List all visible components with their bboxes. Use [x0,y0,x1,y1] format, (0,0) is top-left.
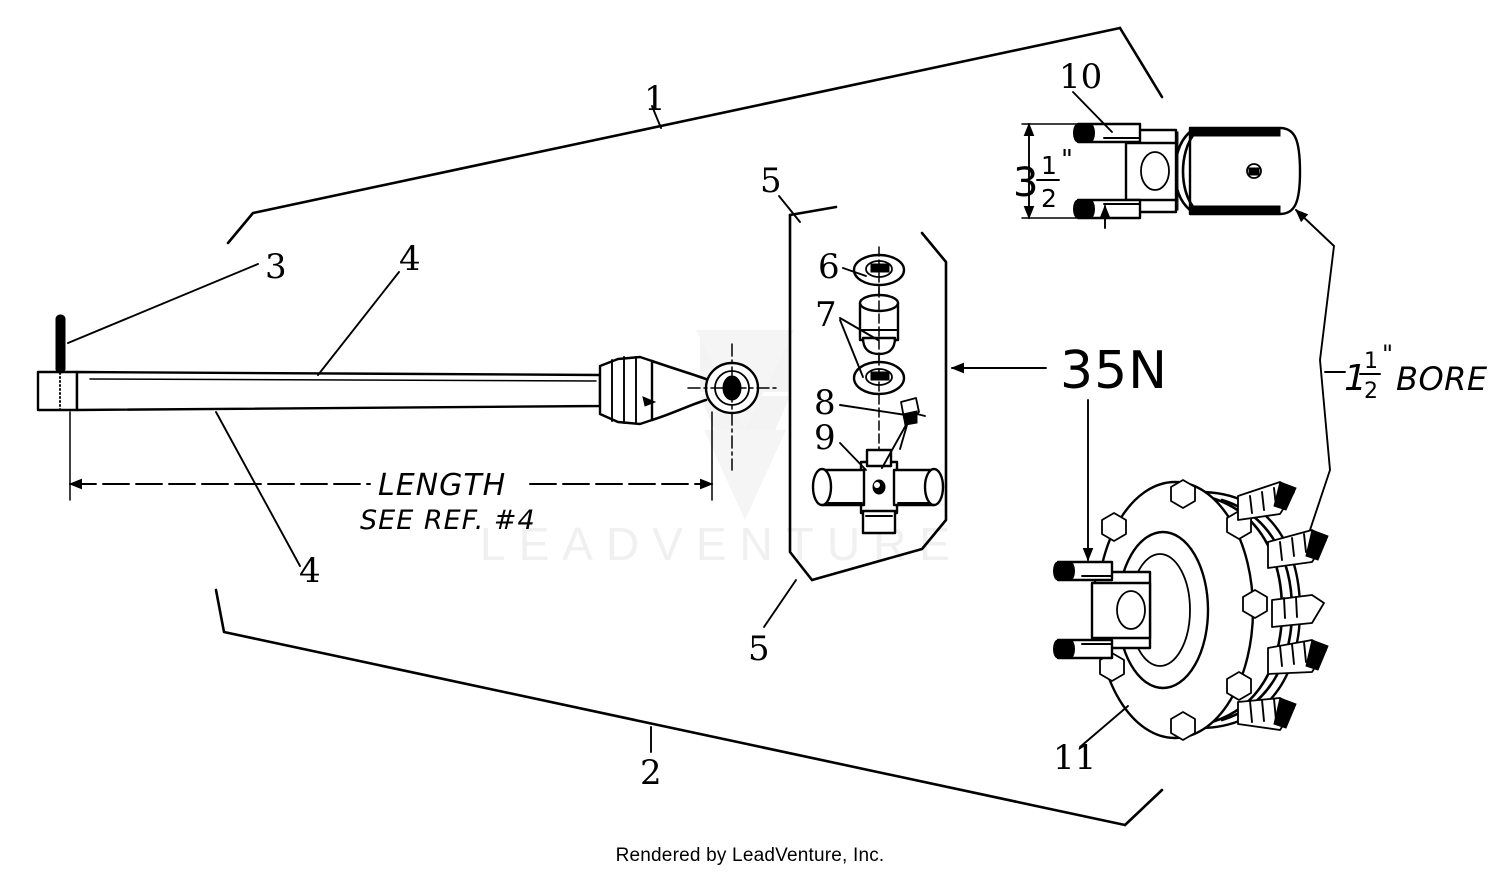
callout-3: 3 [265,247,287,287]
seal-washer-part-7 [852,355,906,463]
yoke-height-dimension [1021,122,1091,220]
wheel-hub-flange-part-11 [1053,479,1329,741]
callout-4a: 4 [399,239,421,279]
callout-5a: 5 [760,161,782,201]
bore-dimension-denominator: 2 [1364,379,1378,404]
u-joint-kit-detail-box [788,205,948,582]
length-note: LENGTH SEE REF. #4 [360,468,536,536]
outer-boundary-outline [214,26,1164,827]
yoke-dimension-unit: " [1061,145,1073,175]
callout-6: 6 [818,247,840,287]
bore-dimension-word: BORE [1396,360,1488,398]
callout-11: 11 [1053,738,1096,778]
callout-9: 9 [814,418,836,458]
length-dimension [68,411,714,501]
footer-credit: Rendered by LeadVenture, Inc. [615,845,885,866]
detail-callout-leaders [839,267,907,471]
shaft-callout-leaders [67,263,400,567]
bore-dimension-whole: 1 [1344,358,1367,399]
callout-11-leader [1079,705,1129,748]
grease-fitting-part-8 [899,397,926,450]
bore-dimension-unit: " [1382,340,1393,368]
callout-4b: 4 [299,551,321,591]
length-note-line2: SEE REF. #4 [360,505,536,536]
bore-dimension-leader [1295,209,1346,562]
hub-yoke [1053,560,1152,660]
yoke-dimension-whole: 3 [1013,160,1038,206]
yoke-shaft-assembly-part-10 [1073,122,1302,220]
bore-dimension-numerator: 1 [1364,349,1378,374]
leadventure-v-logo [696,330,794,520]
callout-7: 7 [815,295,837,335]
callout-1-leader [651,105,662,129]
callout-10: 10 [1059,57,1102,97]
yoke-dimension-text: 3 1 2 " [1013,145,1073,213]
yoke-dimension-numerator: 1 [1041,151,1057,180]
callout-5b: 5 [748,629,770,669]
model-code-label: 35N [1060,341,1168,401]
length-note-line1: LENGTH [378,468,506,503]
yoke-alignment-leader [1082,204,1111,562]
slip-yoke-end [598,343,779,471]
callout-5-leaders [763,195,801,628]
callout-2: 2 [640,753,662,793]
drive-shaft-tube [36,370,602,412]
callout-numbers: 1 3 4 4 2 5 5 6 7 8 9 10 11 [265,57,1102,793]
bore-dimension-text: 1 1 2 " BORE [1344,340,1488,404]
callout-8: 8 [814,383,836,423]
bearing-cup-part-7 [858,287,900,361]
wheel-studs [1237,481,1329,731]
callout-10-leader [1072,91,1113,133]
roll-pin [55,314,66,411]
yoke-dimension-denominator: 2 [1041,184,1057,213]
snap-ring-part-6 [852,246,906,301]
cross-journal-part-9 [811,448,945,535]
callout-1: 1 [644,79,666,119]
